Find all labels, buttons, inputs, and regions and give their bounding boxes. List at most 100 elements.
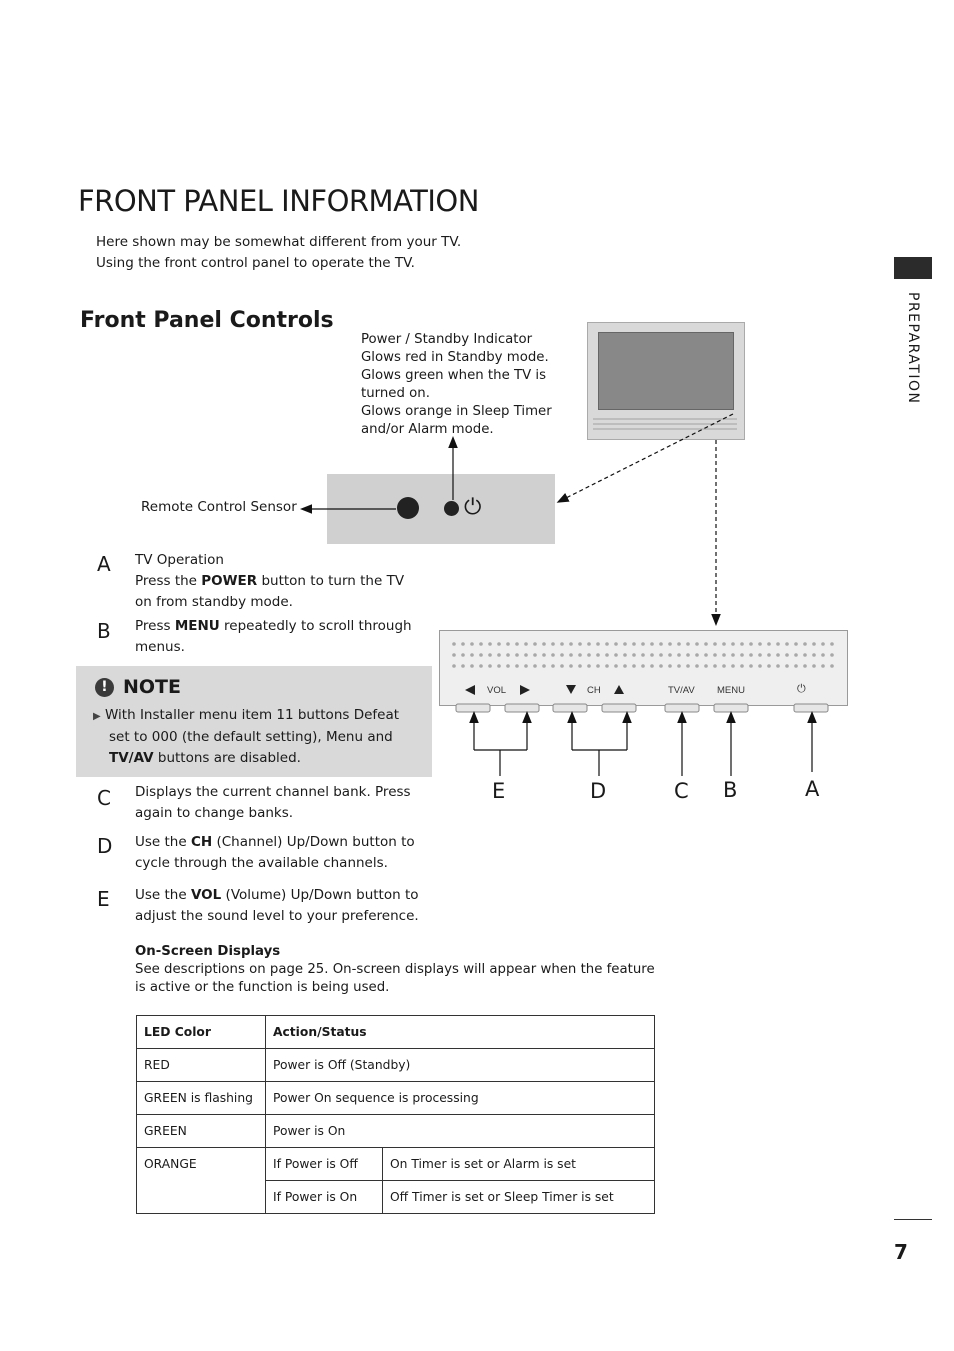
item-b-letter: B xyxy=(97,619,111,643)
item-a-line: on from standby mode. xyxy=(135,594,293,610)
item-d-text: Use the CH (Channel) Up/Down button to c… xyxy=(135,832,435,874)
tv-screen xyxy=(598,332,734,410)
callout-letter-a: A xyxy=(805,777,820,801)
indicator-line: Power / Standby Indicator xyxy=(361,332,533,347)
ch-key: CH xyxy=(190,834,213,850)
note-line-2: set to 000 (the default setting), Menu a… xyxy=(109,729,393,745)
item-d-letter: D xyxy=(97,834,113,858)
note-line: ▶ With Installer menu item 11 buttons De… xyxy=(93,705,423,727)
indicator-line: Glows orange in Sleep Timer xyxy=(361,404,552,419)
item-c-line: again to change banks. xyxy=(135,805,294,821)
item-d-line: cycle through the available channels. xyxy=(135,855,388,871)
item-c-line: Displays the current channel bank. Press xyxy=(135,784,411,800)
menu-key: MENU xyxy=(174,618,220,634)
indicator-line: Glows red in Standby mode. xyxy=(361,350,549,365)
table-cell: GREEN xyxy=(136,1114,266,1148)
item-e-line: adjust the sound level to your preferenc… xyxy=(135,908,419,924)
table-cell: Power is Off (Standby) xyxy=(265,1048,655,1082)
power-indicator-led xyxy=(444,501,459,516)
callout-letter-b: B xyxy=(723,778,738,802)
indicator-line: Glows green when the TV is xyxy=(361,368,547,383)
table-row: GREEN is flashing Power On sequence is p… xyxy=(136,1081,655,1115)
power-icon: ⏻ xyxy=(464,495,482,520)
callout-letter-e: E xyxy=(492,779,506,803)
table-row: If Power is On Off Timer is set or Sleep… xyxy=(137,1180,655,1214)
power-key: POWER xyxy=(201,573,258,589)
item-a-post: button to turn the TV xyxy=(257,573,405,589)
tvav-label: TV/AV xyxy=(668,685,695,696)
note-line-3: TV/AV buttons are disabled. xyxy=(93,748,423,769)
table-cell: If Power is On xyxy=(265,1180,383,1214)
section-title: Front Panel Controls xyxy=(80,308,334,333)
item-d-line: Use the CH (Channel) Up/Down button to xyxy=(135,832,435,853)
side-label: PREPARATION xyxy=(905,292,921,405)
table-cell: Power On sequence is processing xyxy=(265,1081,655,1115)
callout-letter-d: D xyxy=(590,779,607,803)
item-e-pre: Use the xyxy=(135,887,191,903)
callout-letter-c: C xyxy=(674,779,689,803)
indicator-description: Power / Standby Indicator Glows red in S… xyxy=(361,331,552,439)
ch-label: CH xyxy=(587,685,601,696)
remote-sensor xyxy=(397,497,419,519)
note-title: NOTE xyxy=(123,676,181,698)
note-box xyxy=(76,666,432,777)
table-cell: On Timer is set or Alarm is set xyxy=(382,1147,655,1181)
item-e-text: Use the VOL (Volume) Up/Down button to a… xyxy=(135,885,445,927)
item-e-post: (Volume) Up/Down button to xyxy=(221,887,419,903)
triangle-bullet-icon: ▶ xyxy=(93,711,101,722)
vol-key: VOL xyxy=(190,887,222,903)
item-c-letter: C xyxy=(97,786,111,810)
indicator-line: and/or Alarm mode. xyxy=(361,422,494,437)
item-a-line: TV Operation xyxy=(135,552,224,568)
note-line-1: With Installer menu item 11 buttons Defe… xyxy=(105,707,400,723)
front-panel-graphics xyxy=(452,642,834,713)
intro-text: Here shown may be somewhat different fro… xyxy=(96,232,461,274)
osd-line: is active or the function is being used. xyxy=(135,980,390,995)
intro-line-1: Here shown may be somewhat different fro… xyxy=(96,234,462,250)
page-number: 7 xyxy=(894,1240,908,1264)
osd-section: On-Screen Displays See descriptions on p… xyxy=(135,943,695,997)
item-a-text: TV Operation Press the POWER button to t… xyxy=(135,550,435,613)
page-number-rule xyxy=(894,1219,932,1220)
item-a-pre: Press the xyxy=(135,573,202,589)
item-d-pre: Use the xyxy=(135,834,191,850)
note-line-3-post: buttons are disabled. xyxy=(153,750,301,766)
table-cell: GREEN is flashing xyxy=(136,1081,266,1115)
exclamation-icon: ! xyxy=(95,678,114,697)
item-a-line: Press the POWER button to turn the TV xyxy=(135,571,435,592)
osd-line: See descriptions on page 25. On-screen d… xyxy=(135,962,655,977)
tv-speaker-grille xyxy=(593,418,737,430)
page-title: FRONT PANEL INFORMATION xyxy=(78,184,479,218)
table-cell: ORANGE xyxy=(136,1147,266,1214)
osd-title: On-Screen Displays xyxy=(135,944,281,959)
intro-line-2: Using the front control panel to operate… xyxy=(96,255,415,271)
led-status-table: LED Color Action/Status RED Power is Off… xyxy=(136,1015,655,1214)
side-tab-marker xyxy=(894,257,932,279)
table-cell: Off Timer is set or Sleep Timer is set xyxy=(382,1180,655,1214)
item-b-line: menus. xyxy=(135,639,185,655)
table-header-cell: LED Color xyxy=(136,1015,266,1049)
item-b-post: repeatedly to scroll through xyxy=(219,618,412,634)
item-b-text: Press MENU repeatedly to scroll through … xyxy=(135,616,435,658)
callout-arrows xyxy=(300,413,817,776)
table-row: RED Power is Off (Standby) xyxy=(136,1048,655,1082)
sensor-label: Remote Control Sensor xyxy=(141,499,297,515)
indicator-line: turned on. xyxy=(361,386,430,401)
note-text: ▶ With Installer menu item 11 buttons De… xyxy=(93,705,423,769)
table-row: GREEN Power is On xyxy=(136,1114,655,1148)
item-c-text: Displays the current channel bank. Press… xyxy=(135,782,435,824)
menu-label: MENU xyxy=(717,685,745,696)
table-cell: Power is On xyxy=(265,1114,655,1148)
tvav-key: TV/AV xyxy=(109,750,154,766)
table-header-row: LED Color Action/Status xyxy=(136,1015,655,1049)
item-b-pre: Press xyxy=(135,618,175,634)
table-row: ORANGE If Power is Off On Timer is set o… xyxy=(136,1147,655,1214)
item-e-letter: E xyxy=(97,887,110,911)
power-button-icon: ⏻ xyxy=(797,683,806,695)
vol-label: VOL xyxy=(487,685,507,696)
table-cell: RED xyxy=(136,1048,266,1082)
table-header-cell: Action/Status xyxy=(265,1015,655,1049)
item-e-line: Use the VOL (Volume) Up/Down button to xyxy=(135,885,445,906)
item-d-post: (Channel) Up/Down button to xyxy=(212,834,415,850)
table-cell: If Power is Off xyxy=(265,1147,383,1181)
